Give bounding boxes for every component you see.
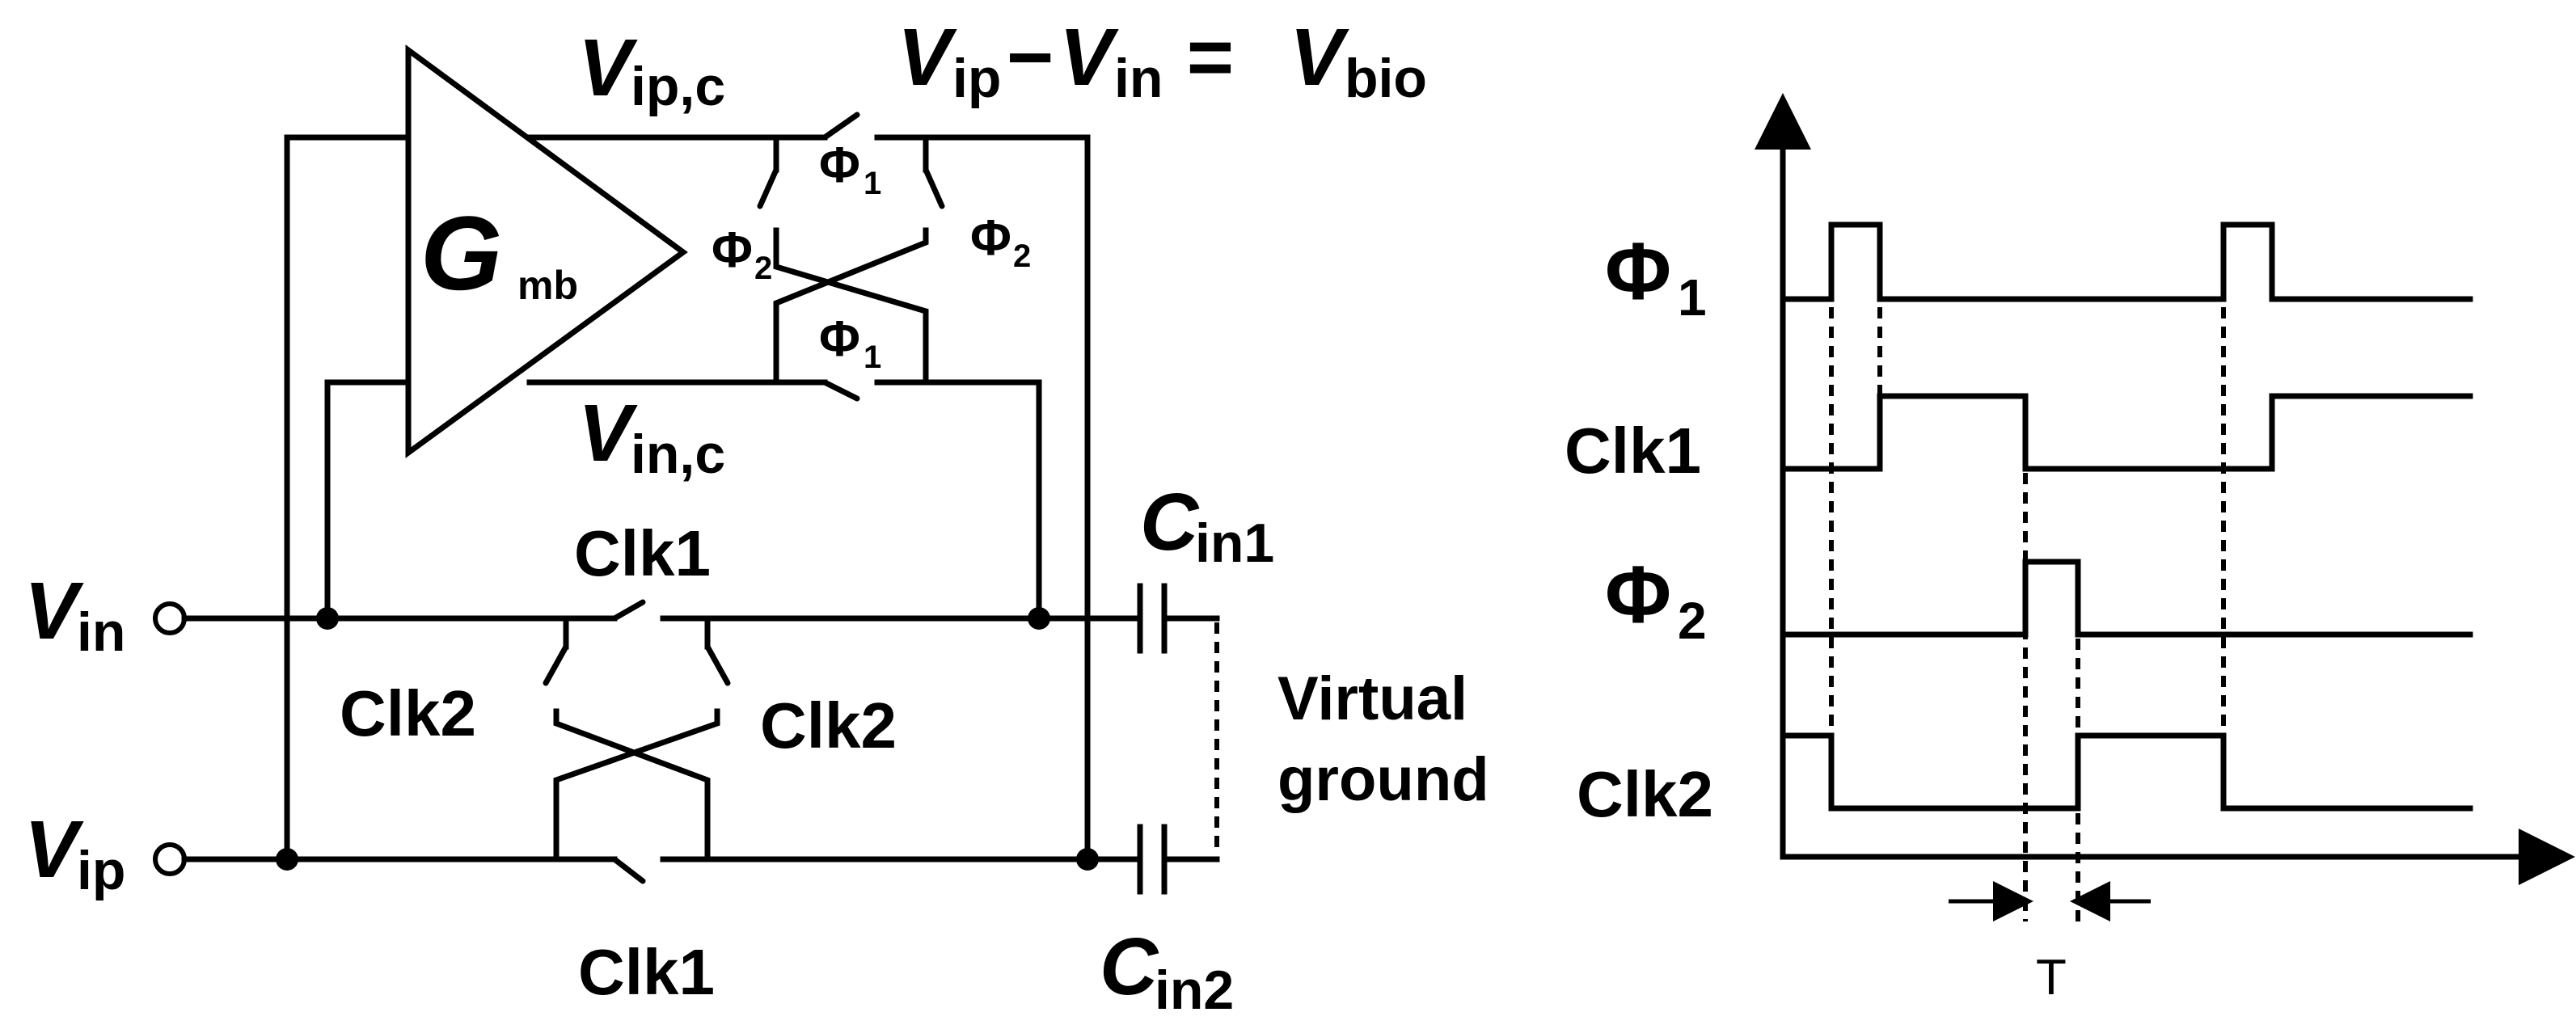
switch-phi1-bottom-blade [821,379,860,402]
vinc-label: V [578,388,638,479]
vip-terminal[interactable] [153,842,187,876]
svg-text:in: in [1114,48,1163,109]
bio-voltage-equation: V ip − V in = V bio [897,12,1427,109]
clk2-cross-wire-b [553,708,720,862]
timing-clk2-label: Clk2 [1577,758,1713,830]
svg-text:=: = [1164,12,1256,103]
clk2-waveform [1780,732,2473,812]
vipc-label: V [578,23,638,113]
switch-clk2-right-blade [704,643,731,686]
gmb-amplifier-label: G [420,194,502,312]
phi2-right-label: Φ [970,210,1011,266]
switch-clk1-bottom-blade [611,856,646,884]
clk1-waveform [1780,393,2473,472]
svg-text:−: − [1007,12,1054,103]
vinc-wire-right [874,379,1042,622]
clk1-top-label: Clk1 [574,517,711,589]
junction-dot [1076,848,1099,871]
vip-subscript: ip [77,840,125,901]
switch-phi2-left-blade [757,167,779,209]
phi1-waveform [1780,221,2473,302]
phi1-bottom-label: Φ [819,311,860,367]
timing-clk1-label: Clk1 [1565,415,1701,487]
period-label: T [2036,950,2067,1006]
svg-text:V: V [1059,12,1119,103]
phi1-top-subscript: 1 [864,166,881,201]
svg-text:V: V [897,12,957,103]
vinc-subscript: in,c [631,424,725,485]
svg-text:bio: bio [1345,48,1427,109]
clk2-right-label: Clk2 [760,690,897,761]
virtual-ground-label-line1: Virtual [1277,664,1467,733]
junction-dot [316,607,339,630]
phi1-top-label: Φ [819,137,860,193]
junction-dot [1028,607,1050,630]
timing-phi1-subscript: 1 [1678,268,1707,327]
phi2-left-label: Φ [712,222,753,278]
phi2-right-subscript: 2 [1013,238,1031,274]
junction-dot [276,848,298,871]
phi2-waveform [1780,559,2473,638]
switch-clk2-left-blade [543,643,569,686]
clk2-left-label: Clk2 [340,677,476,749]
timing-phi2-subscript: 2 [1678,592,1707,650]
svg-text:ip: ip [952,48,1001,109]
phi2-left-subscript: 2 [754,251,772,286]
gmb-amplifier-subscript: mb [517,263,578,308]
left-feedback-outer [284,134,412,862]
switch-phi2-right-blade [923,167,945,209]
vip-label: V [24,804,84,895]
cin1-label: C [1140,477,1200,567]
timing-phi2-label: Φ [1605,550,1671,640]
cin1-subscript: in1 [1195,512,1274,574]
cross-wire-a [773,227,929,386]
gmb-amplifier-symbol [405,44,688,458]
circuit-schematic: G mb [24,12,1489,1021]
clk1-bottom-label: Clk1 [578,936,715,1008]
timing-phi1-label: Φ [1605,226,1671,317]
switch-clk1-top-blade [611,599,646,622]
cross-wire-b [773,227,929,386]
svg-text:V: V [1290,12,1349,103]
left-feedback-inner [324,379,412,622]
cin2-subscript: in2 [1155,959,1234,1021]
phi1-bottom-subscript: 1 [864,339,881,375]
switch-phi1-top-blade [821,112,860,141]
vin-subscript: in [77,601,125,663]
vipc-subscript: ip,c [631,56,725,117]
vin-label: V [24,566,84,656]
virtual-ground-label-line2: ground [1277,745,1489,814]
vin-terminal[interactable] [153,601,187,635]
cin2-label: C [1100,921,1159,1012]
timing-diagram: T Φ 1 Clk1 Φ 2 Clk2 [1565,93,2575,1006]
